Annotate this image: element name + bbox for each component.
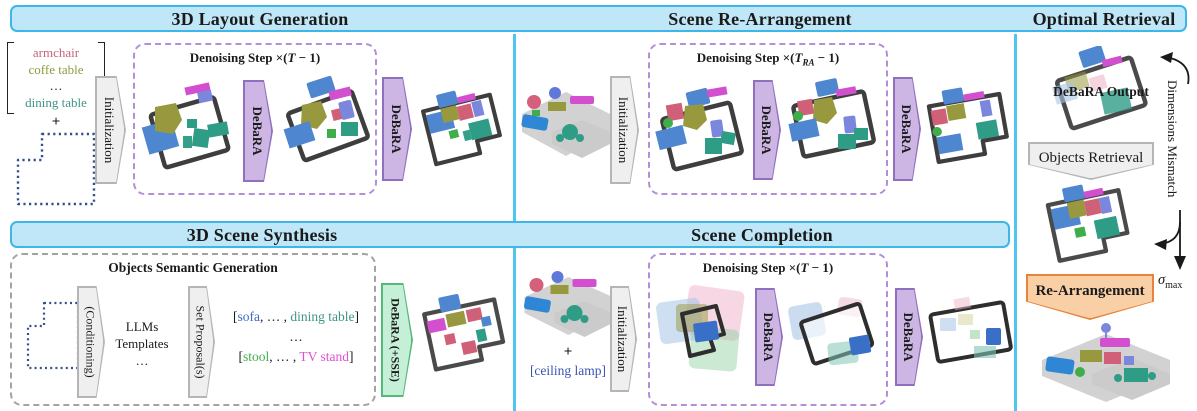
scene-final-render [1042,323,1170,402]
initialization-label: Initialization [616,96,632,164]
object-class-ellipsis: … [49,78,63,93]
objects-retrieval-label: Objects Retrieval [1038,149,1144,166]
debara-label: DeBaRA [898,104,914,154]
scene-synthesized-layout [422,293,506,372]
conditioning-label: (Conditioning) [83,306,98,378]
debara-arrow: DeBaRA [243,80,273,182]
plus-sign: + [51,114,61,130]
initialization-label: Initialization [615,305,631,373]
object-class: dining table [25,94,87,110]
initialization-arrow: Initialization [610,286,637,392]
conditioning-arrow: (Conditioning) [77,286,105,398]
debara-sse-arrow: DeBaRA (+SSE) [381,283,413,397]
debara-label: DeBaRA [249,106,265,156]
scene-messy-render [521,87,610,158]
rearrangement-arrow: Re-Arrangement [1026,274,1154,320]
scene-completion-noisy [656,285,745,372]
top-header-band [10,5,1187,32]
second-header-band [10,221,1010,248]
scene-retrieved-layout [1045,184,1130,263]
ceiling-lamp-label: [ceiling lamp] [529,363,607,378]
denoising-step-title: Denoising Step ×(TRA − 1) [696,50,840,68]
debara-label: DeBaRA [388,104,404,154]
debara-arrow: DeBaRA [753,80,781,180]
debara-arrow: DeBaRA [382,77,412,181]
debara-label: DeBaRA [760,312,776,362]
header-scene-completion: Scene Completion [691,225,833,245]
initialization-label: Initialization [101,96,117,164]
object-set-proposals: [sofa, … , dining table] … [stool, … , T… [220,307,372,367]
header-optimal-retrieval: Optimal Retrieval [1032,9,1176,29]
debara-arrow: DeBaRA [755,288,783,386]
scene-final-layout [421,90,502,167]
set-proposal-ellipsis: … [289,329,303,344]
scene-rearranged [788,78,876,159]
debara-sse-label: DeBaRA (+SSE) [388,298,403,382]
scene-final-rearranged [926,87,1009,165]
set-proposal-line: [sofa, … , dining table] [233,309,359,324]
down-arrow-icon [1154,210,1186,270]
header-scene-rearrangement: Scene Re-Arrangement [668,9,852,29]
panel-divider-right [1014,34,1017,411]
debara-arrow: DeBaRA [893,77,921,181]
object-class: armchair [32,45,80,60]
denoising-step-title: Denoising Step ×(T − 1) [189,50,321,65]
scene-completion-mid [788,296,875,366]
plus-sign: + [563,344,573,360]
denoising-loop-box: Denoising Step ×(T − 1) [648,253,888,406]
debara-label: DeBaRA [900,312,916,362]
llms-templates-text: LLMs Templates … [115,319,169,368]
floorplan-dotted-icon [16,132,96,206]
initialization-arrow: Initialization [95,76,126,184]
object-class-list: armchair coffe table … dining table [6,42,106,114]
set-proposal-line: [stool, … , TV stand] [238,349,354,364]
header-3d-layout-generation: 3D Layout Generation [171,9,349,29]
initialization-arrow: Initialization [610,76,639,184]
set-proposals-arrow: Set Proposal(s) [188,286,215,398]
scene-rearrange-noisy [655,86,744,172]
objects-retrieval-arrow: Objects Retrieval [1028,142,1154,180]
scene-noisy-layout [141,82,231,170]
curved-arrow-icon [1160,52,1190,85]
denoising-loop-box: Denoising Step ×(T − 1) [133,43,377,195]
denoising-step-title: Denoising Step ×(T − 1) [702,260,834,275]
debara-label: DeBaRA [758,105,774,155]
scene-partial-render [523,271,613,337]
object-class: coffe table [28,61,84,77]
scene-denoised-layout [283,76,370,163]
scene-debara-output-faded [1051,46,1148,131]
scene-completed [928,296,1013,364]
header-3d-scene-synthesis: 3D Scene Synthesis [186,225,338,245]
objects-semantic-generation-title: Objects Semantic Generation [108,260,278,275]
objects-semantic-generation-box: Objects Semantic Generation [10,253,376,406]
debara-arrow: DeBaRA [895,288,923,386]
debara-output-label: DeBaRA Output [1053,84,1149,99]
sigma-max-label: σmax [1158,272,1183,291]
denoising-loop-box: Denoising Step ×(TRA − 1) [648,43,888,195]
floorplan-dotted-icon [26,301,80,370]
set-proposals-label: Set Proposal(s) [193,305,208,379]
rearrangement-label: Re-Arrangement [1035,283,1145,300]
